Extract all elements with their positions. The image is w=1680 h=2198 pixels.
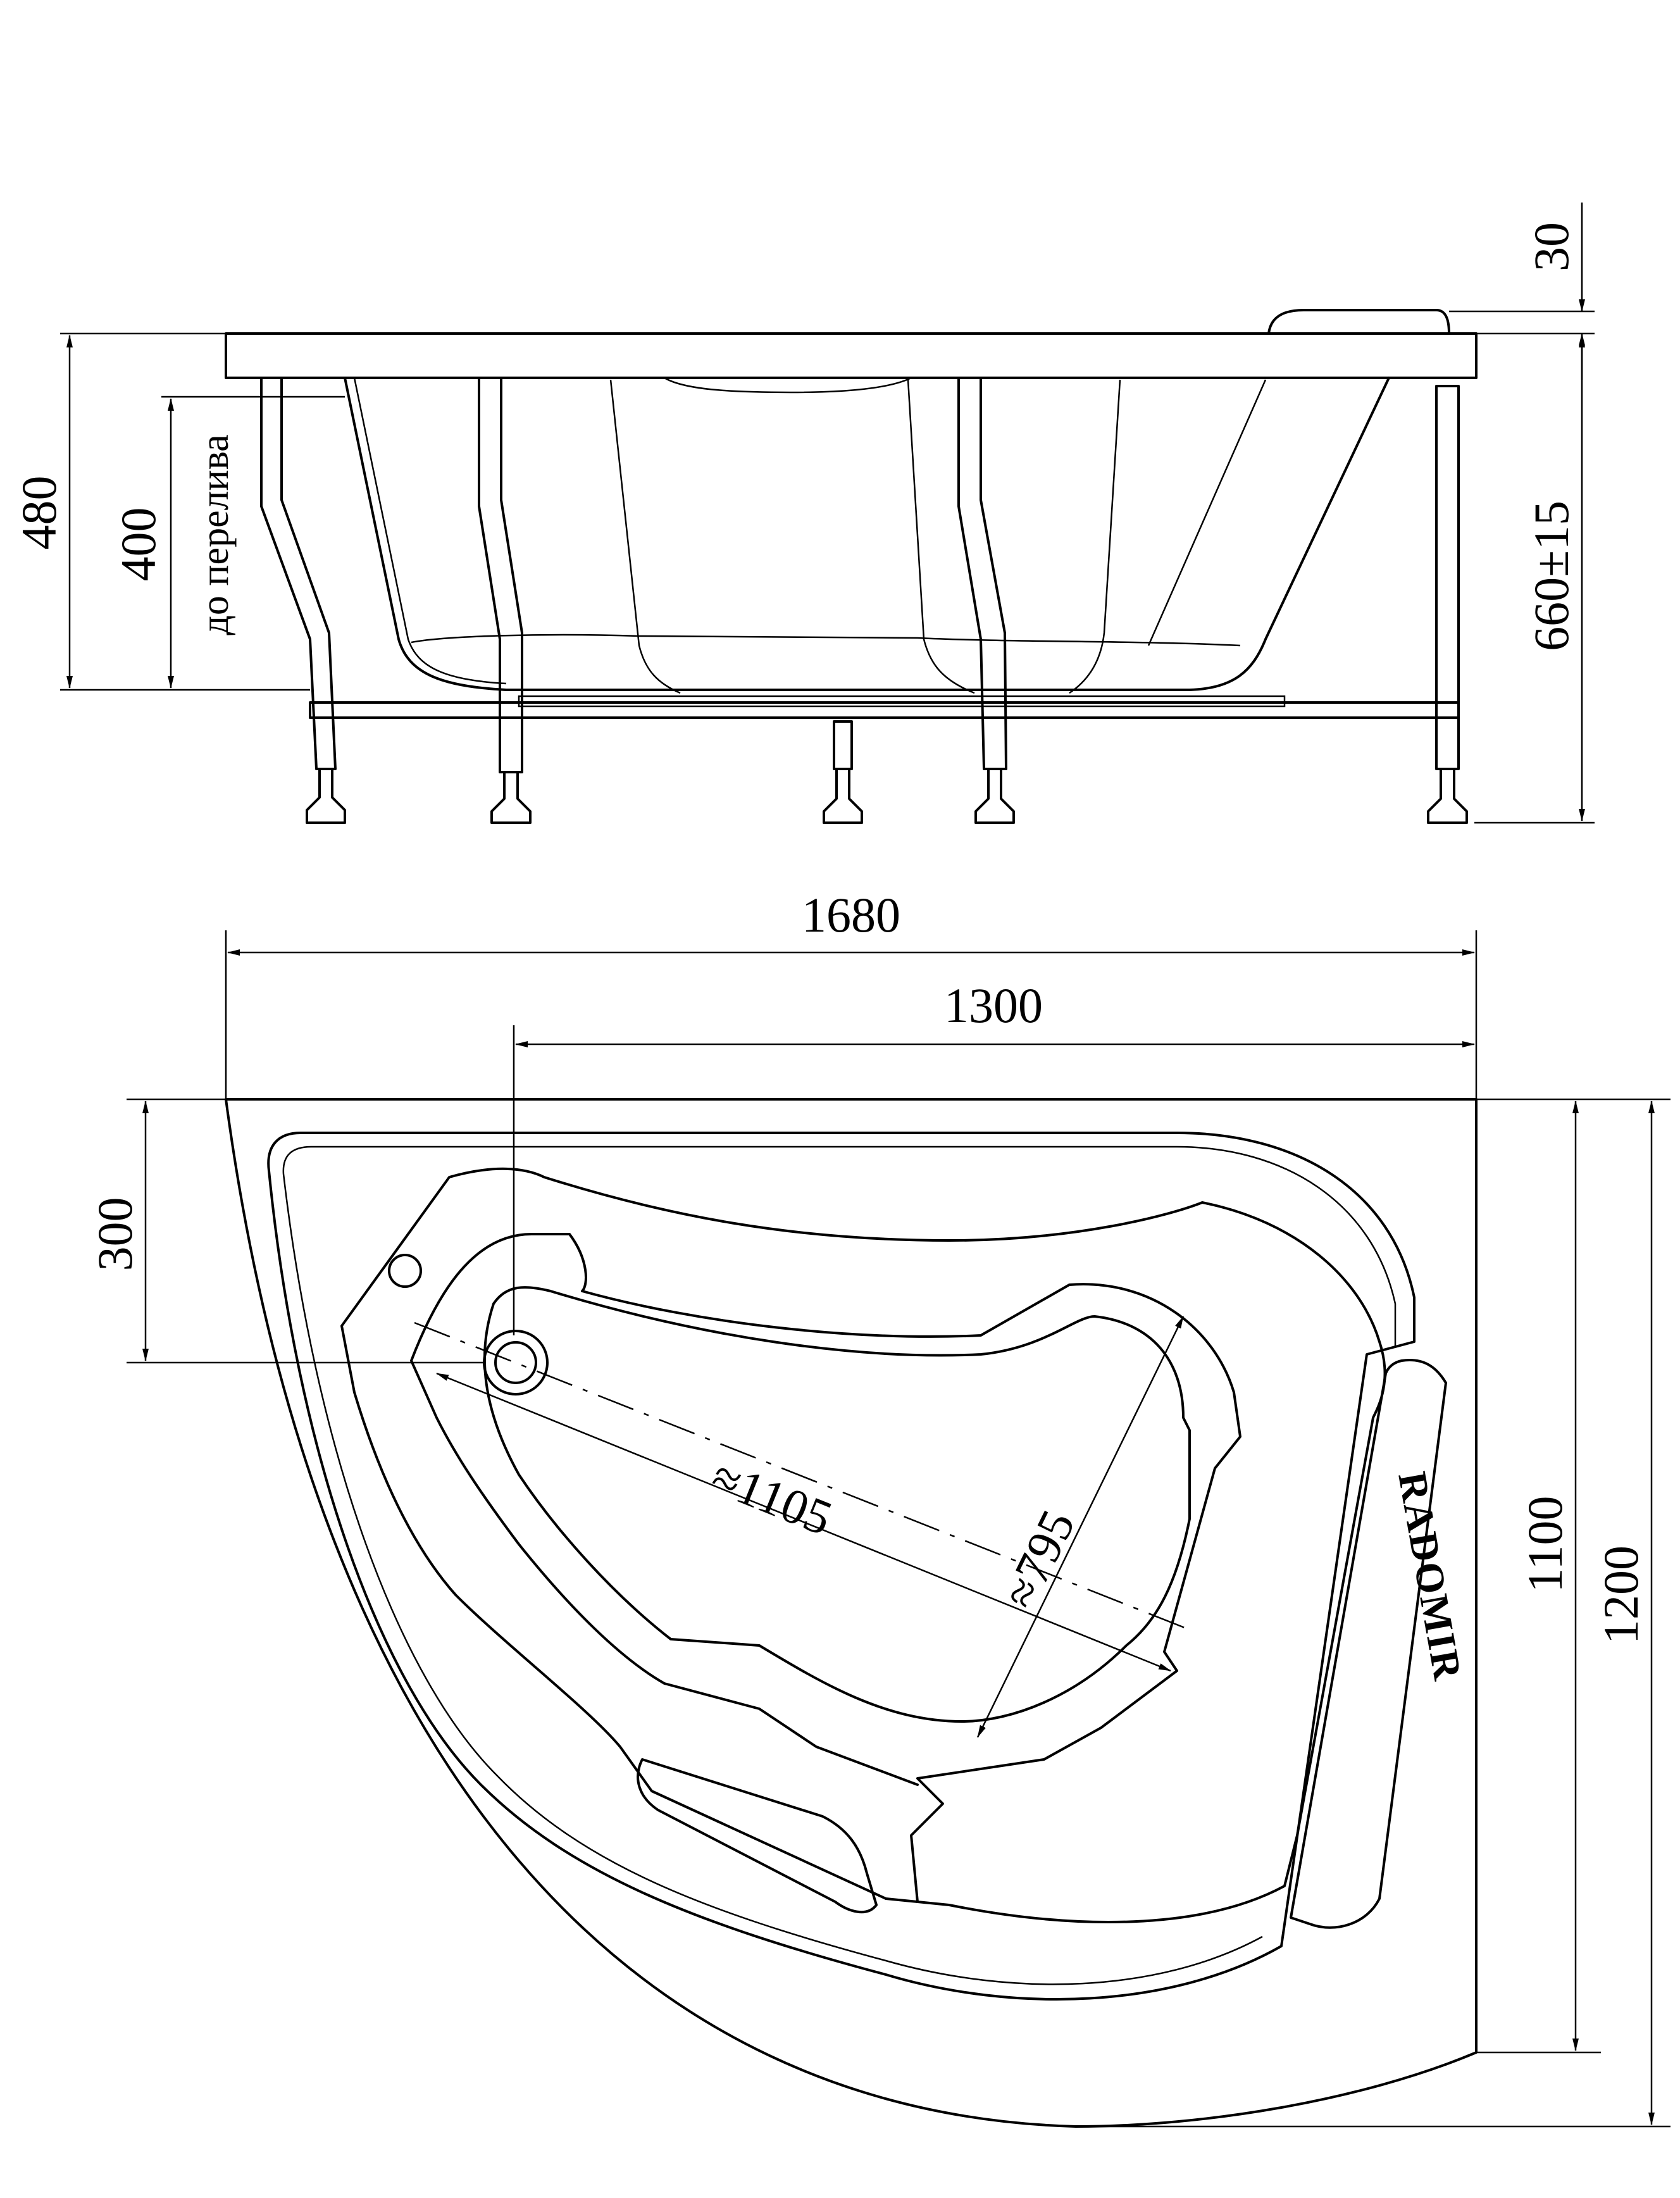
dim-1680-label: 1680 [802,887,900,942]
dim-overflow: 400 до перелива [111,396,345,689]
drain-inner [494,1341,537,1384]
dim-floor: 660±15 [1474,335,1595,824]
dim-1200-label: 1200 [1593,1545,1648,1644]
dim-width-total: 1680 [225,887,1478,1099]
leg-center [833,720,853,770]
dim-rim: 30 [1449,203,1595,380]
dim-300-label: 300 [87,1197,142,1271]
crease-1 [609,379,681,694]
rim-line [267,1132,1416,2001]
dim-1100-label: 1100 [1517,1496,1572,1592]
leg-4 [1435,385,1460,770]
leg-2 [478,377,523,773]
rim-line-2 [282,1146,1397,1985]
dim-drain-offset: 300 [87,1098,484,1364]
dim-795-label: ≈795 [992,1501,1085,1616]
top-view: RADOMIR ≈1105 ≈795 1680 1300 [87,887,1671,2128]
dim-height-total: 480 [11,332,310,691]
bowl-axis [414,1321,1190,1631]
dim-1105-label: ≈1105 [704,1448,840,1545]
dim-400-label: 400 [111,508,166,582]
bowl-floor [483,1286,1191,1723]
dim-depth-inner: 1100 [1476,1101,1601,2054]
frame-rail [309,701,1460,719]
tub-body [344,377,1390,691]
dim-1300-label: 1300 [944,978,1043,1033]
tub-inner-line [353,377,507,685]
crease-4 [1147,379,1267,646]
headrest [1267,309,1450,335]
dim-overflow-caption: до перелива [194,434,237,635]
headrest-bottom [637,1758,878,1914]
frame-rail-lower [518,695,1286,708]
brand-logo: RADOMIR [1390,1468,1471,1684]
dim-width-inner: 1300 [513,978,1475,1335]
overflow-hole [388,1254,422,1288]
feet [306,768,1468,824]
tub-bottom-curve [411,634,1241,647]
tub-top-dip [664,377,912,394]
outer-outline [225,1098,1478,2128]
dim-660-label: 660±15 [1524,501,1579,651]
rim [225,332,1478,379]
dim-depth-total: 1200 [1076,1098,1671,2128]
crease-3 [1069,379,1121,694]
leg-3 [957,377,1007,770]
drain-outer [483,1330,549,1396]
side-view: 480 400 до перелива 30 660±15 [11,203,1595,824]
dim-30-label: 30 [1524,222,1579,272]
headrest-right [1290,1359,1447,1929]
dim-480-label: 480 [11,476,66,550]
leg-1 [260,377,337,770]
bowl-seat [410,1233,1241,1903]
crease-2 [907,379,975,694]
